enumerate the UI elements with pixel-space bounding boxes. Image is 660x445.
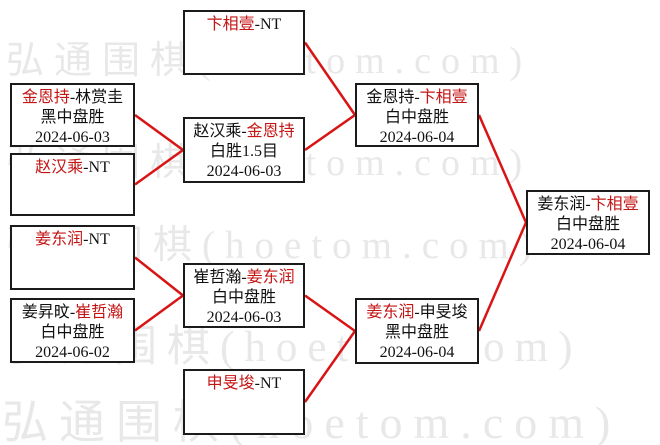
winner-name: 卞相壹	[206, 16, 255, 33]
winner-name: 崔哲瀚	[75, 304, 124, 321]
connector-line	[477, 114, 528, 224]
connector-line	[134, 113, 184, 152]
match-result: 白胜1.5目	[209, 143, 278, 160]
match-date: 2024-06-03	[206, 163, 282, 180]
player-name: 赵汉乘-	[193, 123, 247, 140]
match-date: 2024-06-03	[206, 309, 282, 326]
match-players: 赵汉乘-金恩持	[185, 122, 303, 142]
match-date: 2024-06-03	[35, 129, 110, 146]
match-players: 崔哲瀚-姜东润	[185, 268, 303, 288]
connector-line	[304, 113, 356, 152]
match-box-kim-eunji-vs-im-sanggyu[interactable]: 金恩持-林赏圭 黑中盘胜 2024-06-03	[10, 83, 135, 147]
match-players: 赵汉乘-NT	[12, 158, 133, 178]
connector-line	[303, 330, 357, 403]
winner-name: 卞相壹	[419, 89, 468, 106]
player-name: -林赏圭	[69, 89, 124, 106]
match-players: 申旻埈-NT	[185, 374, 303, 394]
player-box-byun-sangil[interactable]: 卞相壹-NT	[183, 10, 305, 75]
player-name: 姜东润-	[537, 196, 591, 213]
match-players: 金恩持-林赏圭	[12, 88, 133, 108]
winner-name: 金恩持	[246, 123, 295, 140]
connector-line	[303, 41, 357, 116]
player-name: -申旻埈	[414, 304, 468, 321]
match-box-kang-seungmin-vs-choi-cheolhan[interactable]: 姜昇旼-崔哲瀚 白中盘胜 2024-06-02	[10, 298, 135, 363]
match-box-final-kang-dongyun-vs-byun-sangil[interactable]: 姜东润-卞相壹 白中盘胜 2024-06-04	[526, 190, 650, 255]
player-name: 金恩持-	[366, 89, 420, 106]
winner-name: 姜东润	[366, 304, 415, 321]
match-players: 姜东润-申旻埈	[357, 303, 477, 323]
match-box-kim-eunji-vs-byun-sangil[interactable]: 金恩持-卞相壹 白中盘胜 2024-06-04	[355, 83, 479, 147]
match-box-kang-dongyun-vs-shin-minjun[interactable]: 姜东润-申旻埈 黑中盘胜 2024-06-04	[355, 298, 479, 364]
connector-line	[134, 256, 184, 297]
connector-line	[304, 294, 356, 333]
player-name: 姜昇旼-	[21, 304, 76, 321]
winner-name: 申旻埈	[206, 375, 255, 392]
winner-name: 姜东润	[246, 269, 295, 286]
connector-line	[134, 294, 184, 332]
winner-name: 卞相壹	[590, 196, 639, 213]
match-players: 姜东润-NT	[12, 230, 133, 250]
match-result: 白中盘胜	[211, 289, 276, 306]
match-box-cho-hanseung-vs-kim-eunji[interactable]: 赵汉乘-金恩持 白胜1.5目 2024-06-03	[183, 117, 305, 183]
connector-line	[134, 148, 184, 186]
match-date: 2024-06-04	[550, 236, 626, 253]
winner-name: 金恩持	[21, 89, 70, 106]
match-box-choi-cheolhan-vs-kang-dongyun[interactable]: 崔哲瀚-姜东润 白中盘胜 2024-06-03	[183, 263, 305, 328]
match-players: 金恩持-卞相壹	[357, 88, 477, 108]
match-date: 2024-06-02	[35, 344, 110, 361]
match-players: 姜昇旼-崔哲瀚	[12, 303, 133, 323]
watermark-text: 弘通围棋(hoetom.com)	[2, 397, 622, 445]
player-name: -NT	[83, 159, 110, 176]
player-box-kang-dongyun[interactable]: 姜东润-NT	[10, 225, 135, 290]
match-date: 2024-06-04	[379, 129, 455, 146]
match-players: 姜东润-卞相壹	[528, 195, 648, 215]
player-name: -NT	[254, 16, 282, 33]
player-box-cho-hanseung[interactable]: 赵汉乘-NT	[10, 153, 135, 216]
player-name: 崔哲瀚-	[193, 269, 247, 286]
match-result: 黑中盘胜	[40, 109, 105, 126]
match-result: 白中盘胜	[40, 324, 105, 341]
match-players: 卞相壹-NT	[185, 15, 303, 35]
match-result: 白中盘胜	[384, 109, 449, 126]
match-result: 白中盘胜	[555, 216, 620, 233]
connector-line	[477, 222, 528, 332]
player-box-shin-minjun[interactable]: 申旻埈-NT	[183, 369, 305, 435]
winner-name: 姜东润	[35, 231, 84, 248]
player-name: -NT	[254, 375, 282, 392]
match-date: 2024-06-04	[379, 344, 455, 361]
player-name: -NT	[83, 231, 110, 248]
winner-name: 赵汉乘	[35, 159, 84, 176]
match-result: 黑中盘胜	[384, 324, 449, 341]
